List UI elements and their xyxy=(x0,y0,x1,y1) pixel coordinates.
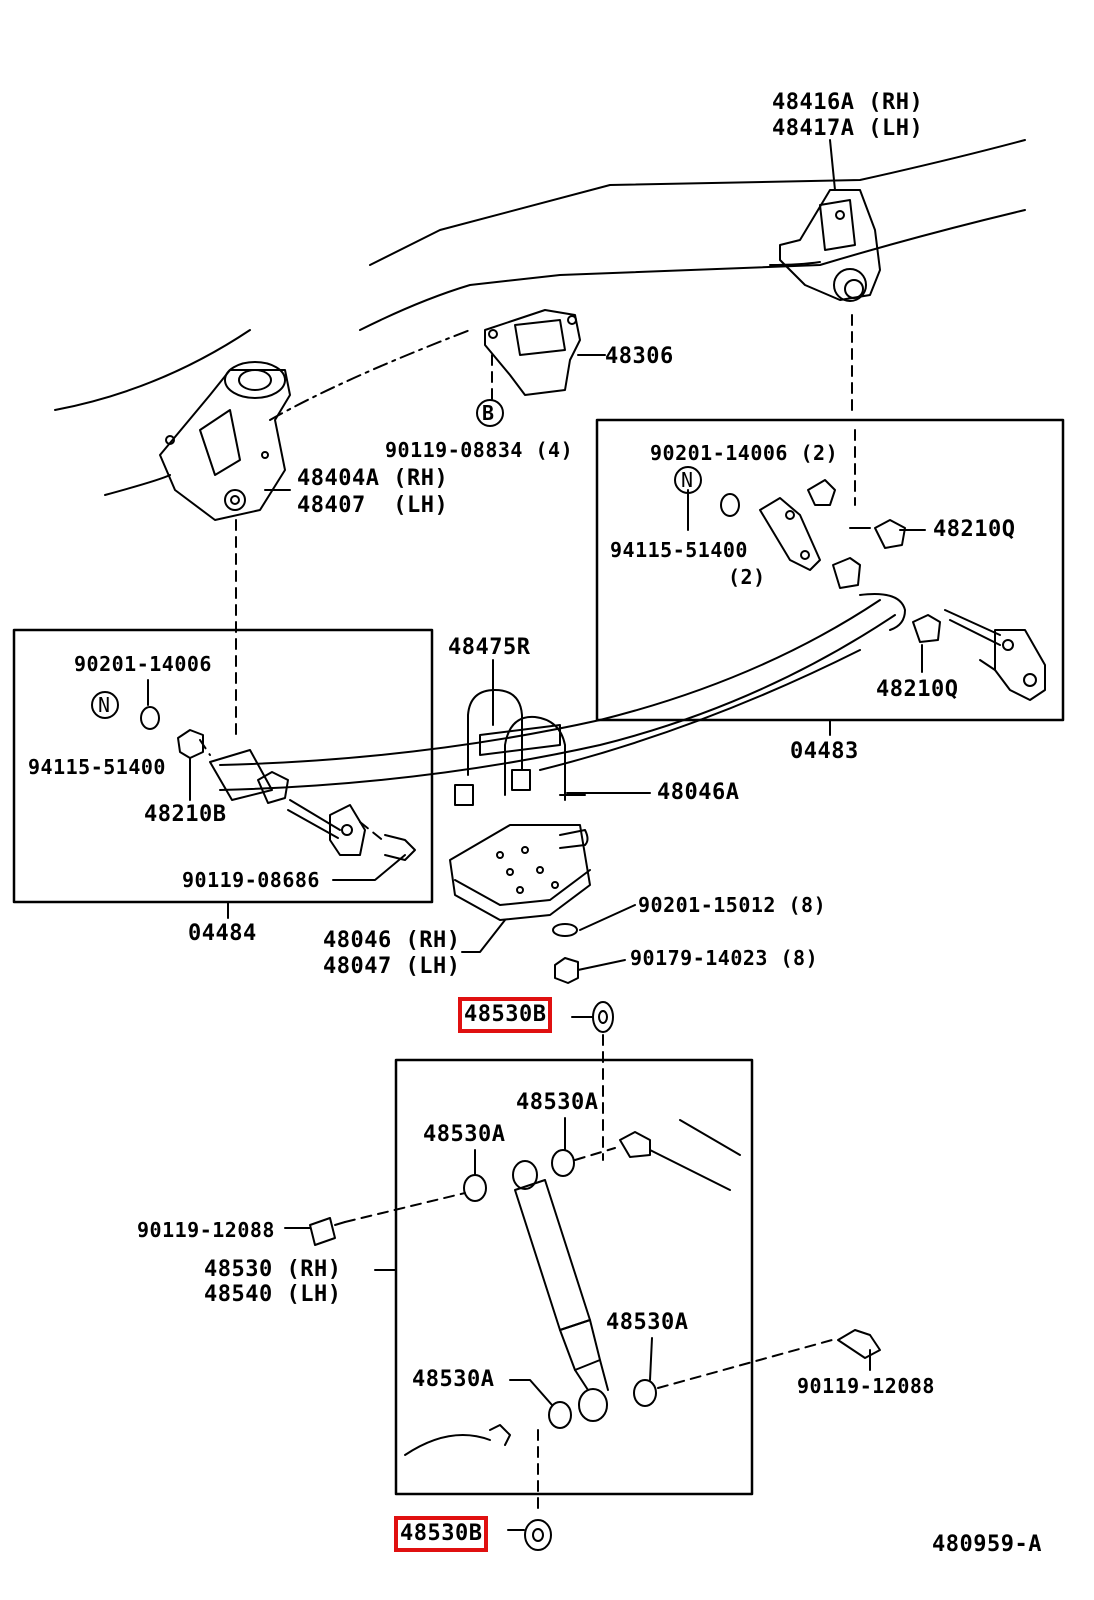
label-90179-14023: 90179-14023 (8) xyxy=(630,946,819,970)
label-90119-12088-right: 90119-12088 xyxy=(797,1374,935,1398)
frame-rail-lower xyxy=(359,209,1026,331)
label-48530b-bottom-highlighted: 48530B xyxy=(393,1516,489,1552)
washer-90201-15012 xyxy=(552,923,578,937)
spring-seat-plate xyxy=(449,824,591,921)
badge-n-left xyxy=(91,691,119,719)
center-lines xyxy=(199,314,856,1516)
label-48530a-4: 48530A xyxy=(412,1367,495,1392)
label-48540: 48540 (LH) xyxy=(204,1282,342,1307)
label-04484: 04484 xyxy=(188,921,257,946)
label-48416a: 48416A (RH) xyxy=(772,90,924,115)
label-48046a: 48046A xyxy=(657,780,740,805)
label-94115-51400-left: 94115-51400 xyxy=(28,755,166,779)
leader-lines xyxy=(147,139,926,1531)
label-48530a-1: 48530A xyxy=(516,1090,599,1115)
label-90201-14006-2: 90201-14006 (2) xyxy=(650,441,839,465)
label-48407: 48407 (LH) xyxy=(297,493,449,518)
label-48306: 48306 xyxy=(605,344,674,369)
diagram-id: 480959-A xyxy=(932,1532,1042,1557)
nut-90179-14023 xyxy=(554,957,579,984)
label-48404a: 48404A (RH) xyxy=(297,466,449,491)
label-48475r: 48475R xyxy=(448,635,531,660)
label-94115-51400-right: 94115-51400 xyxy=(610,538,748,562)
label-48530b-top-highlighted: 48530B xyxy=(457,997,553,1033)
label-48210q-bottom: 48210Q xyxy=(876,677,959,702)
label-94115-qty: (2) xyxy=(728,565,766,589)
badge-n-right xyxy=(674,466,702,494)
label-48047: 48047 (LH) xyxy=(323,954,461,979)
badge-b xyxy=(476,399,504,427)
label-04483: 04483 xyxy=(790,739,859,764)
label-90201-14006: 90201-14006 xyxy=(74,652,212,676)
shackle-parts xyxy=(720,479,1046,701)
frame-rail-upper xyxy=(369,139,1026,266)
badge-b-letter: B xyxy=(482,401,495,425)
label-48417a: 48417A (LH) xyxy=(772,116,924,141)
label-48530a-2: 48530A xyxy=(423,1122,506,1147)
label-90201-15012: 90201-15012 (8) xyxy=(638,893,827,917)
label-90119-08686: 90119-08686 xyxy=(182,868,320,892)
label-48210b: 48210B xyxy=(144,802,227,827)
bushing-48530b-top xyxy=(592,1001,614,1033)
frame-rail-left xyxy=(54,329,251,411)
bushing-pin-parts xyxy=(140,706,416,861)
badge-n-letter-left: N xyxy=(98,693,111,717)
box-shock xyxy=(394,1058,754,1496)
hanger-bracket-front xyxy=(159,361,291,521)
shock-absorber xyxy=(309,1119,881,1456)
label-48046: 48046 (RH) xyxy=(323,928,461,953)
badge-n-letter-right: N xyxy=(681,468,694,492)
bushing-48530b-bottom xyxy=(524,1519,552,1551)
label-48530a-3: 48530A xyxy=(606,1310,689,1335)
label-90119-08834: 90119-08834 (4) xyxy=(385,438,574,462)
label-48530: 48530 (RH) xyxy=(204,1257,342,1282)
shackle-bracket-rear xyxy=(779,189,881,302)
label-90119-12088-left: 90119-12088 xyxy=(137,1218,275,1242)
bump-stopper xyxy=(484,309,606,396)
box-04483 xyxy=(595,418,1065,722)
box-04484 xyxy=(12,628,434,904)
u-bolts xyxy=(454,689,586,806)
frame-rail-left2 xyxy=(104,474,171,496)
label-48210q-top: 48210Q xyxy=(933,517,1016,542)
